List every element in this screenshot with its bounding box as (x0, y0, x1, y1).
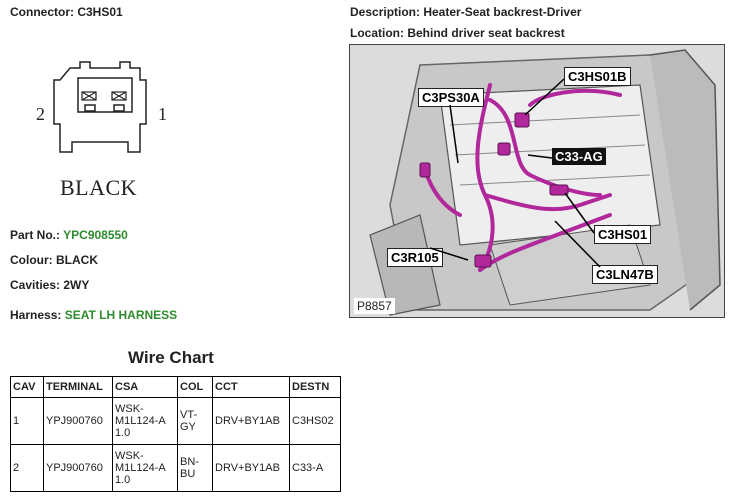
pin-2-label: 2 (36, 104, 45, 124)
callout-c33ag: C33-AG (552, 148, 606, 165)
callout-c3ps30a: C3PS30A (418, 88, 484, 107)
cell-cav: 2 (10, 444, 44, 492)
cavities-row: Cavities: 2WY (10, 278, 89, 292)
cell-col: VT- GY (177, 397, 213, 445)
pin-1-label: 1 (158, 104, 167, 124)
description-text: Description: Heater-Seat backrest-Driver (350, 5, 582, 19)
header-cav: CAV (10, 376, 44, 398)
header-csa: CSA (112, 376, 178, 398)
cell-destn: C3HS02 (289, 397, 341, 445)
seat-frame-illustration (350, 45, 724, 317)
cell-cct: DRV+BY1AB (212, 397, 290, 445)
connector-colour-text: BLACK (60, 175, 138, 200)
harness-label: Harness: (10, 308, 62, 322)
location-photo: C3HS01B C3PS30A C33-AG C3HS01 C3R105 C3L… (349, 44, 725, 318)
part-number-row: Part No.: YPC908550 (10, 228, 128, 242)
harness-value[interactable]: SEAT LH HARNESS (64, 308, 178, 322)
wire-chart-title: Wire Chart (128, 348, 214, 367)
location-text: Location: Behind driver seat backrest (350, 26, 565, 40)
colour-value: BLACK (56, 253, 98, 267)
header-cct: CCT (212, 376, 290, 398)
part-number-label: Part No.: (10, 228, 61, 242)
callout-c3hs01: C3HS01 (594, 225, 652, 244)
callout-c3ln47b: C3LN47B (592, 265, 658, 284)
table-row: 1 YPJ900760 WSK- M1L124-A 1.0 VT- GY DRV… (10, 397, 341, 445)
cell-csa: WSK- M1L124-A 1.0 (112, 397, 178, 445)
wire-chart-table: CAV TERMINAL CSA COL CCT DESTN 1 YPJ9007… (10, 376, 341, 492)
part-number-value[interactable]: YPC908550 (63, 228, 128, 242)
callout-c3r105: C3R105 (387, 248, 443, 267)
cell-destn: C33-A (289, 444, 341, 492)
connector-face-diagram (53, 61, 147, 153)
connector-label: Connector: C3HS01 (10, 5, 123, 19)
cell-cct: DRV+BY1AB (212, 444, 290, 492)
colour-row: Colour: BLACK (10, 253, 98, 267)
cell-col: BN- BU (177, 444, 213, 492)
table-header-row: CAV TERMINAL CSA COL CCT DESTN (10, 376, 341, 398)
cavities-value: 2WY (63, 278, 90, 292)
cell-terminal: YPJ900760 (43, 397, 113, 445)
cavities-label: Cavities: (10, 278, 61, 292)
photo-reference: P8857 (354, 298, 395, 314)
cell-terminal: YPJ900760 (43, 444, 113, 492)
harness-row: Harness: SEAT LH HARNESS (10, 308, 177, 322)
table-row: 2 YPJ900760 WSK- M1L124-A 1.0 BN- BU DRV… (10, 444, 341, 492)
colour-label: Colour: (10, 253, 53, 267)
callout-c3hs01b: C3HS01B (564, 67, 631, 86)
header-terminal: TERMINAL (43, 376, 113, 398)
cell-cav: 1 (10, 397, 44, 445)
cell-csa: WSK- M1L124-A 1.0 (112, 444, 178, 492)
header-col: COL (177, 376, 213, 398)
header-destn: DESTN (289, 376, 341, 398)
